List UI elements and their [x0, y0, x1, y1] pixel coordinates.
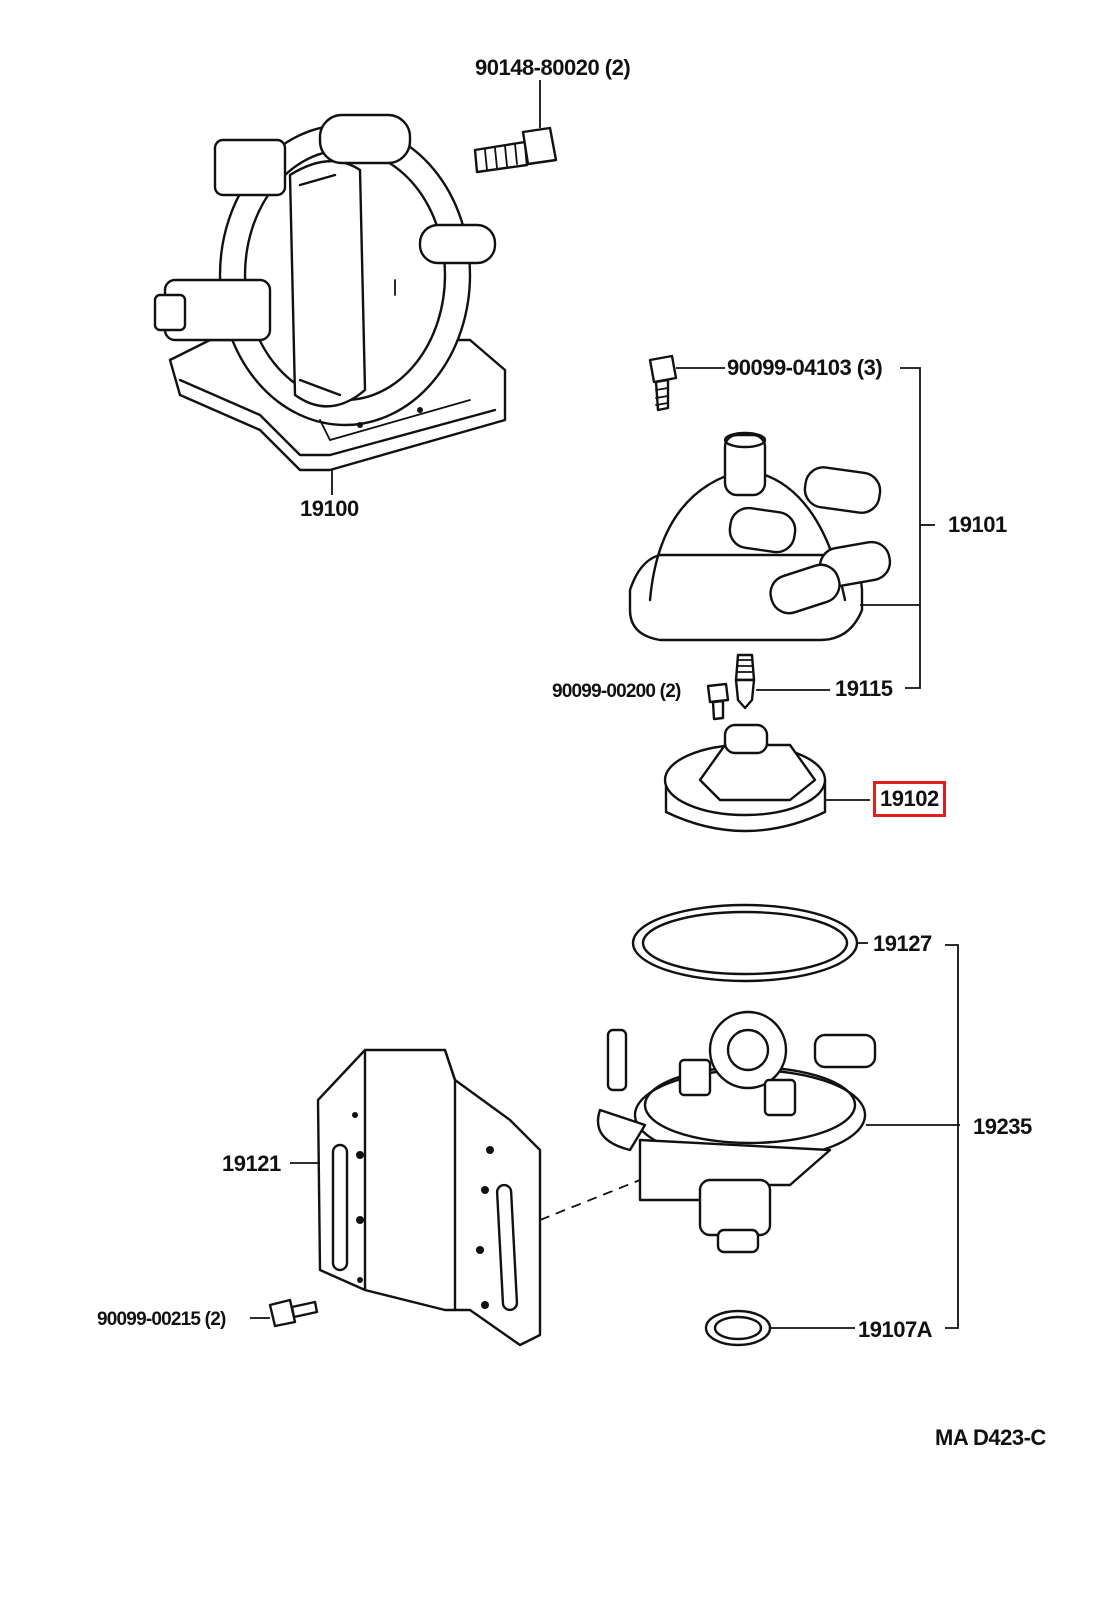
diagram-code: MA D423-C	[935, 1425, 1046, 1450]
part-label-19115[interactable]: 19115	[835, 676, 893, 701]
part-label-90099-04103[interactable]: 90099-04103 (3)	[727, 355, 883, 380]
screw-90099-00200-drawing	[706, 682, 730, 721]
bolt-90148-drawing	[473, 80, 558, 174]
part-label-90099-00200[interactable]: 90099-00200 (2)	[552, 681, 681, 702]
rotor-drawing	[663, 723, 870, 833]
part-label-19107A[interactable]: 19107A	[858, 1317, 933, 1342]
distributor-housing-drawing	[596, 1010, 960, 1254]
part-label-90099-00215[interactable]: 90099-00215 (2)	[97, 1309, 226, 1330]
part-label-19101[interactable]: 19101	[948, 512, 1007, 537]
o-ring-drawing	[631, 903, 959, 1329]
distributor-cap-drawing	[628, 367, 935, 689]
screw-90099-04103-drawing	[648, 354, 725, 412]
part-label-19127[interactable]: 19127	[873, 931, 932, 956]
screw-90099-00215-drawing	[250, 1298, 319, 1328]
part-label-90148-80020[interactable]: 90148-80020 (2)	[475, 55, 631, 80]
part-label-19102[interactable]: 19102	[873, 781, 946, 817]
part-label-19100[interactable]: 19100	[300, 496, 359, 521]
part-label-19235[interactable]: 19235	[973, 1114, 1032, 1139]
distributor-assembly-drawing	[153, 113, 507, 495]
carbon-brush-drawing	[734, 653, 830, 710]
part-label-19121[interactable]: 19121	[222, 1151, 281, 1176]
gasket-drawing	[704, 1309, 855, 1347]
bracket-drawing	[290, 1048, 641, 1347]
